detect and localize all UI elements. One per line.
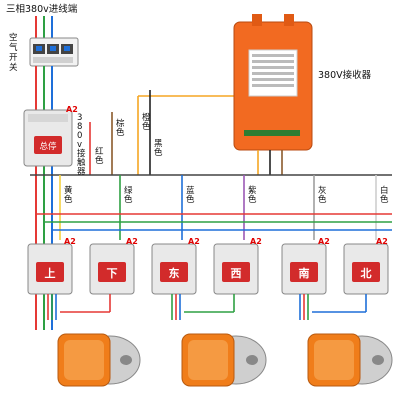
drop-wires xyxy=(59,175,377,240)
main-contactor-label: 总停 xyxy=(39,141,57,152)
svg-text:白: 白 xyxy=(380,185,389,196)
svg-text:灰: 灰 xyxy=(318,185,327,196)
wire-label-brown-2: 色 xyxy=(116,127,125,138)
contactor-west-label: 西 xyxy=(231,267,242,280)
contactor-up: 上 A2 xyxy=(27,237,76,295)
contactor-down: 下 A2 xyxy=(89,237,138,295)
breaker-label-3: 开 xyxy=(9,53,18,63)
svg-text:色: 色 xyxy=(380,194,389,205)
contactor-down-label: 下 xyxy=(107,267,118,280)
air-breaker xyxy=(29,37,79,67)
wire-label-black-2: 色 xyxy=(154,147,163,158)
contactor-down-a2: A2 xyxy=(126,237,138,246)
contactor-north-label: 北 xyxy=(361,266,372,280)
svg-text:蓝: 蓝 xyxy=(186,185,195,196)
contactor-west: 西 A2 xyxy=(213,237,262,295)
contactor-west-a2: A2 xyxy=(250,237,262,246)
svg-text:8: 8 xyxy=(77,122,82,132)
contactor-south-a2: A2 xyxy=(318,237,330,246)
contactor-east-a2: A2 xyxy=(188,237,200,246)
wire-label-red-2: 色 xyxy=(95,155,104,166)
svg-text:3: 3 xyxy=(77,113,82,123)
receiver-unit xyxy=(233,14,313,151)
svg-text:绿: 绿 xyxy=(124,185,133,196)
contactor-south: 南 A2 xyxy=(281,237,330,295)
motor-right xyxy=(307,333,393,387)
svg-text:v: v xyxy=(77,140,82,150)
svg-text:色: 色 xyxy=(318,194,327,205)
svg-text:色: 色 xyxy=(124,194,133,205)
contactor-east-label: 东 xyxy=(169,266,180,280)
drop-wire-labels: 黄 色 绿 色 蓝 色 紫 色 灰 色 白 色 xyxy=(64,185,389,205)
svg-text:色: 色 xyxy=(64,194,73,205)
breaker-label-1: 空 xyxy=(9,32,18,43)
motor-left xyxy=(57,333,141,387)
svg-text:色: 色 xyxy=(248,194,257,205)
control-wires-main xyxy=(89,90,258,175)
wire-label-orange-1: 橙 xyxy=(142,112,151,123)
contactor-south-label: 南 xyxy=(299,266,310,280)
svg-text:紫: 紫 xyxy=(248,186,257,196)
title-label: 三相380v进线端 xyxy=(6,3,78,15)
motor-center xyxy=(181,333,267,387)
main-contactor-type-label: 3 8 0 v 接 触 器 xyxy=(77,113,86,177)
svg-text:接: 接 xyxy=(77,148,86,159)
wire-label-orange-2: 色 xyxy=(142,121,151,132)
contactor-up-label: 上 xyxy=(45,266,56,280)
motor-feed-wires xyxy=(47,294,367,320)
wire-label-red-1: 红 xyxy=(95,146,104,157)
svg-text:触: 触 xyxy=(77,157,86,168)
svg-text:色: 色 xyxy=(186,194,195,205)
svg-text:黄: 黄 xyxy=(64,185,73,196)
svg-text:0: 0 xyxy=(77,131,82,141)
main-contactor-a2: A2 xyxy=(66,105,78,114)
wire-label-black-1: 黑 xyxy=(154,139,163,149)
phase-distribution-lines xyxy=(36,213,392,231)
contactor-up-a2: A2 xyxy=(64,237,76,246)
svg-text:器: 器 xyxy=(77,167,86,177)
main-contactor: 总停 A2 xyxy=(23,105,78,167)
breaker-label-4: 关 xyxy=(9,62,18,73)
incoming-wires xyxy=(35,16,53,38)
wire-label-brown-1: 棕 xyxy=(116,118,125,129)
receiver-label: 380V接收器 xyxy=(318,69,372,81)
contactor-north: 北 A2 xyxy=(343,237,389,295)
contactor-north-a2: A2 xyxy=(376,237,388,246)
breaker-label-2: 气 xyxy=(9,42,18,53)
receiver-output-wires xyxy=(257,150,283,175)
contactor-east: 东 A2 xyxy=(151,237,200,295)
